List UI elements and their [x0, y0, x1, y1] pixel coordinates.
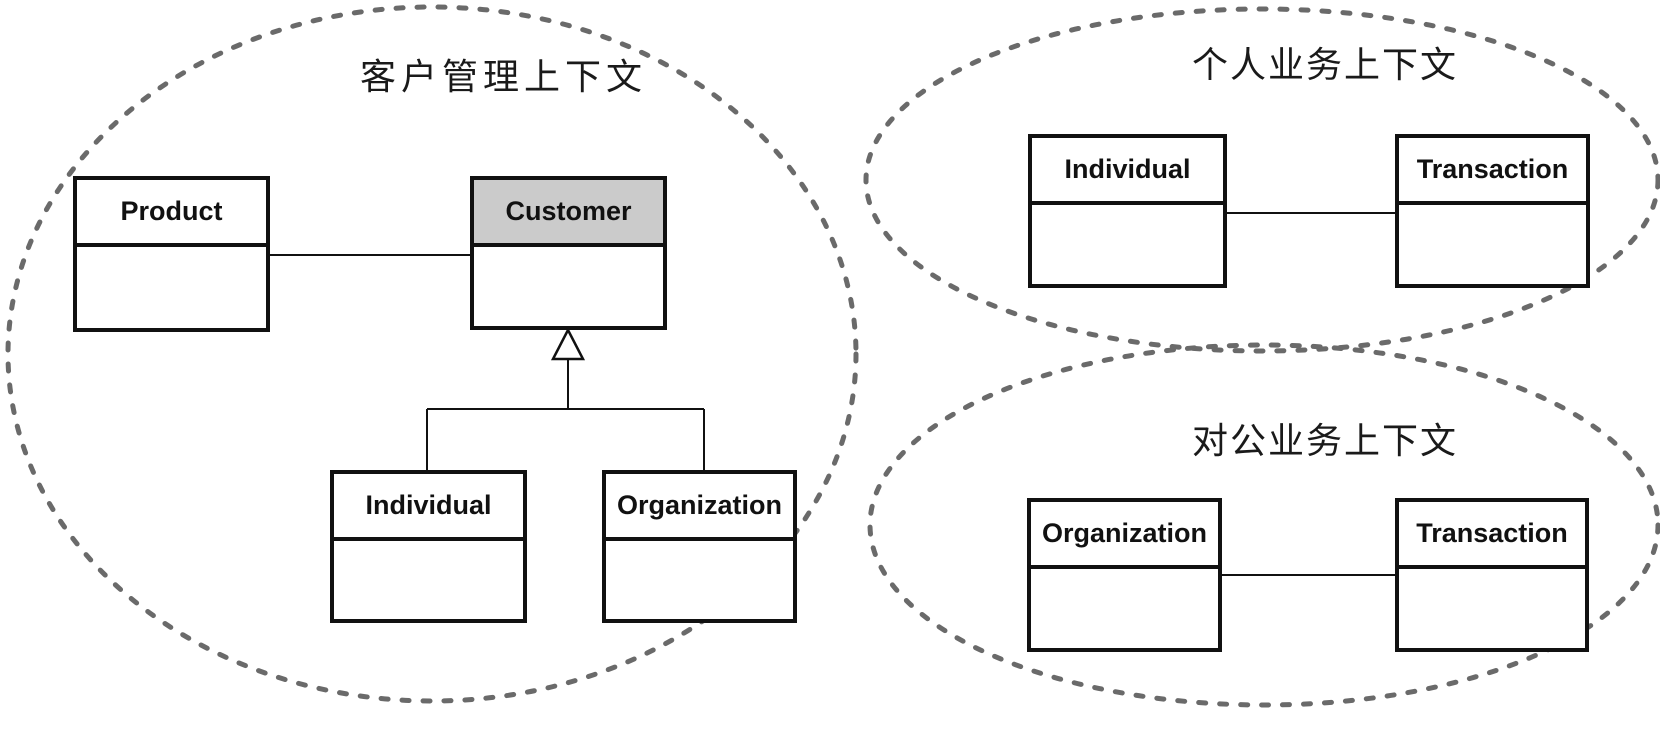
class-box-organization-right: Organization [1027, 498, 1222, 652]
class-box-transaction-top: Transaction [1395, 134, 1590, 288]
class-header-organization-left: Organization [606, 474, 793, 541]
class-body-product [77, 247, 266, 328]
class-body-organization-left [606, 541, 793, 619]
class-body-individual-left [334, 541, 523, 619]
class-box-product: Product [73, 176, 270, 332]
class-body-individual-right [1032, 205, 1223, 284]
class-name-organization-left: Organization [616, 490, 782, 520]
class-header-organization-right: Organization [1031, 502, 1218, 569]
class-box-individual-right: Individual [1028, 134, 1227, 288]
class-body-customer [474, 247, 663, 326]
generalization-tree-lines [426, 359, 705, 470]
class-body-organization-right [1031, 569, 1218, 648]
class-box-transaction-bottom: Transaction [1395, 498, 1589, 652]
context-title-corporate-business: 对公业务上下文 [1192, 420, 1459, 461]
class-box-organization-left: Organization [602, 470, 797, 623]
generalization-arrowhead-icon [550, 327, 586, 361]
class-name-individual-left: Individual [365, 490, 492, 520]
class-name-transaction-bottom: Transaction [1416, 518, 1568, 548]
context-title-customer-management: 客户管理上下文 [360, 56, 648, 97]
context-boundary-personal-business [863, 6, 1660, 354]
class-header-individual-left: Individual [334, 474, 523, 541]
class-body-transaction-bottom [1399, 569, 1585, 648]
class-header-transaction-top: Transaction [1399, 138, 1586, 205]
class-name-individual-right: Individual [1064, 154, 1191, 184]
class-name-transaction-top: Transaction [1416, 154, 1569, 184]
class-box-individual-left: Individual [330, 470, 527, 623]
class-header-customer: Customer [474, 180, 663, 247]
context-boundary-customer-management [5, 4, 859, 704]
class-header-transaction-bottom: Transaction [1399, 502, 1585, 569]
class-body-transaction-top [1399, 205, 1586, 284]
class-name-product: Product [120, 196, 223, 226]
class-header-product: Product [77, 180, 266, 247]
class-box-customer: Customer [470, 176, 667, 330]
class-header-individual-right: Individual [1032, 138, 1223, 205]
class-name-organization-right: Organization [1041, 518, 1207, 548]
context-title-personal-business: 个人业务上下文 [1192, 44, 1459, 85]
context-boundary-corporate-business [867, 342, 1660, 708]
class-name-customer: Customer [505, 196, 632, 226]
